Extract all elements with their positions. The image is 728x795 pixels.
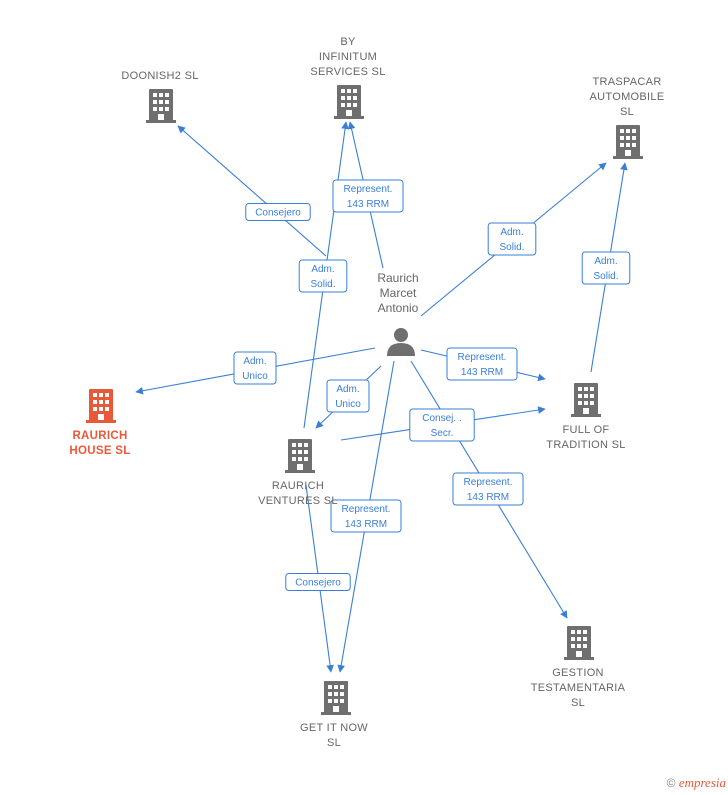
edge-label-text: Represent. [344, 184, 393, 195]
edge-label-e9[interactable]: Consej. . Secr. [409, 408, 475, 442]
edge-label-e4[interactable]: Adm. Solid. [487, 222, 537, 256]
company-label: RAURICH [272, 480, 324, 492]
edge-label-box [332, 179, 404, 213]
company-node-getitnow[interactable]: GET IT NOW SL [300, 681, 368, 749]
person-label: Antonio [378, 301, 419, 315]
edge-label-box [487, 222, 537, 256]
company-label: SL [327, 737, 341, 749]
company-label: TRADITION SL [546, 439, 625, 451]
edge-label-box [298, 259, 348, 293]
edge-label-e2[interactable]: Represent. 143 RRM [332, 179, 404, 213]
copyright-icon: © [666, 776, 676, 790]
edge-label-e1[interactable]: Consejero [245, 203, 311, 221]
company-label: SL [620, 106, 634, 118]
company-label: FULL OF [563, 424, 610, 436]
edge-label-text: Solid. [593, 271, 618, 282]
edge-label-text: 143 RRM [461, 367, 503, 378]
edge-person-to-doonish [177, 125, 327, 257]
edge-label-text: Consej. . [422, 413, 461, 424]
person-icon [387, 328, 415, 356]
company-label: SERVICES SL [310, 66, 385, 78]
company-label: INFINITUM [319, 51, 377, 63]
company-label: DOONISH2 SL [121, 70, 198, 82]
company-label: RAURICH [72, 430, 127, 442]
edge-label-box [285, 573, 351, 591]
edge-label-text: Adm. [594, 256, 617, 267]
edge-label-text: Consejero [255, 208, 301, 219]
company-node-traspacar[interactable]: TRASPACAR AUTOMOBILE SL [590, 76, 665, 159]
edge-label-text: 143 RRM [467, 492, 509, 503]
company-node-doonish[interactable]: DOONISH2 SL [121, 70, 198, 123]
building-icon [321, 681, 351, 715]
edge-label-text: Consejero [295, 578, 341, 589]
company-node-raurichhouse[interactable]: RAURICH HOUSE SL [69, 389, 130, 457]
building-icon [571, 383, 601, 417]
building-icon [86, 389, 116, 423]
edge-label-e11[interactable]: Represent. 143 RRM [330, 499, 402, 533]
edge-label-box [452, 472, 524, 506]
edge-label-text: Unico [335, 399, 361, 410]
edge-label-e6[interactable]: Adm. Unico [233, 351, 277, 385]
edge-label-box [233, 351, 277, 385]
company-label: HOUSE SL [69, 445, 130, 457]
edge-label-text: Adm. [243, 356, 266, 367]
building-icon [613, 125, 643, 159]
edge-label-text: Solid. [499, 242, 524, 253]
company-label: GESTION [552, 667, 604, 679]
edge-label-text: 143 RRM [347, 199, 389, 210]
building-icon [146, 89, 176, 123]
company-node-byinfinitum[interactable]: BY INFINITUM SERVICES SL [310, 36, 385, 119]
edge-label-e5[interactable]: Adm. Solid. [581, 251, 631, 285]
edge-label-text: Represent. [458, 352, 507, 363]
edge-label-e7[interactable]: Adm. Unico [326, 379, 370, 413]
person-label: Raurich [377, 271, 418, 285]
company-node-gestion[interactable]: GESTION TESTAMENTARIA SL [531, 626, 626, 709]
company-label: AUTOMOBILE [590, 91, 665, 103]
edge-label-e12[interactable]: Consejero [285, 573, 351, 591]
brand-logo[interactable]: empresia [678, 775, 726, 790]
company-label: GET IT NOW [300, 722, 368, 734]
edge-label-text: Solid. [310, 279, 335, 290]
company-label: TRASPACAR [592, 76, 661, 88]
building-icon [285, 439, 315, 473]
edge-label-e3[interactable]: Adm. Solid. [298, 259, 348, 293]
edge-label-text: Adm. [336, 384, 359, 395]
company-label: VENTURES SL [258, 495, 338, 507]
edge-label-text: Secr. [431, 428, 454, 439]
company-node-raurichventures[interactable]: RAURICH VENTURES SL [258, 439, 338, 507]
company-node-fulltradition[interactable]: FULL OF TRADITION SL [546, 383, 625, 451]
edge-label-text: Represent. [464, 477, 513, 488]
edge-label-box [326, 379, 370, 413]
edge-label-e10[interactable]: Represent. 143 RRM [452, 472, 524, 506]
edge-label-text: Adm. [311, 264, 334, 275]
company-label: TESTAMENTARIA [531, 682, 626, 694]
node-layer: DOONISH2 SL BY INFINITUM SERVICES SL TRASPAC… [69, 36, 664, 749]
edge-label-box [581, 251, 631, 285]
building-icon [564, 626, 594, 660]
edge-label-text: Represent. [342, 504, 391, 515]
edge-label-text: 143 RRM [345, 519, 387, 530]
edge-label-text: Adm. [500, 227, 523, 238]
edge-label-e8[interactable]: Represent. 143 RRM [446, 347, 518, 381]
building-icon [334, 85, 364, 119]
edge-label-box [446, 347, 518, 381]
company-label: SL [571, 697, 585, 709]
footer: © empresia [667, 775, 726, 791]
edge-label-box [330, 499, 402, 533]
company-label: BY [340, 36, 356, 48]
edge-label-box [245, 203, 311, 221]
person-label: Marcet [380, 286, 417, 300]
edge-label-text: Unico [242, 371, 268, 382]
edge-label-box [409, 408, 475, 442]
